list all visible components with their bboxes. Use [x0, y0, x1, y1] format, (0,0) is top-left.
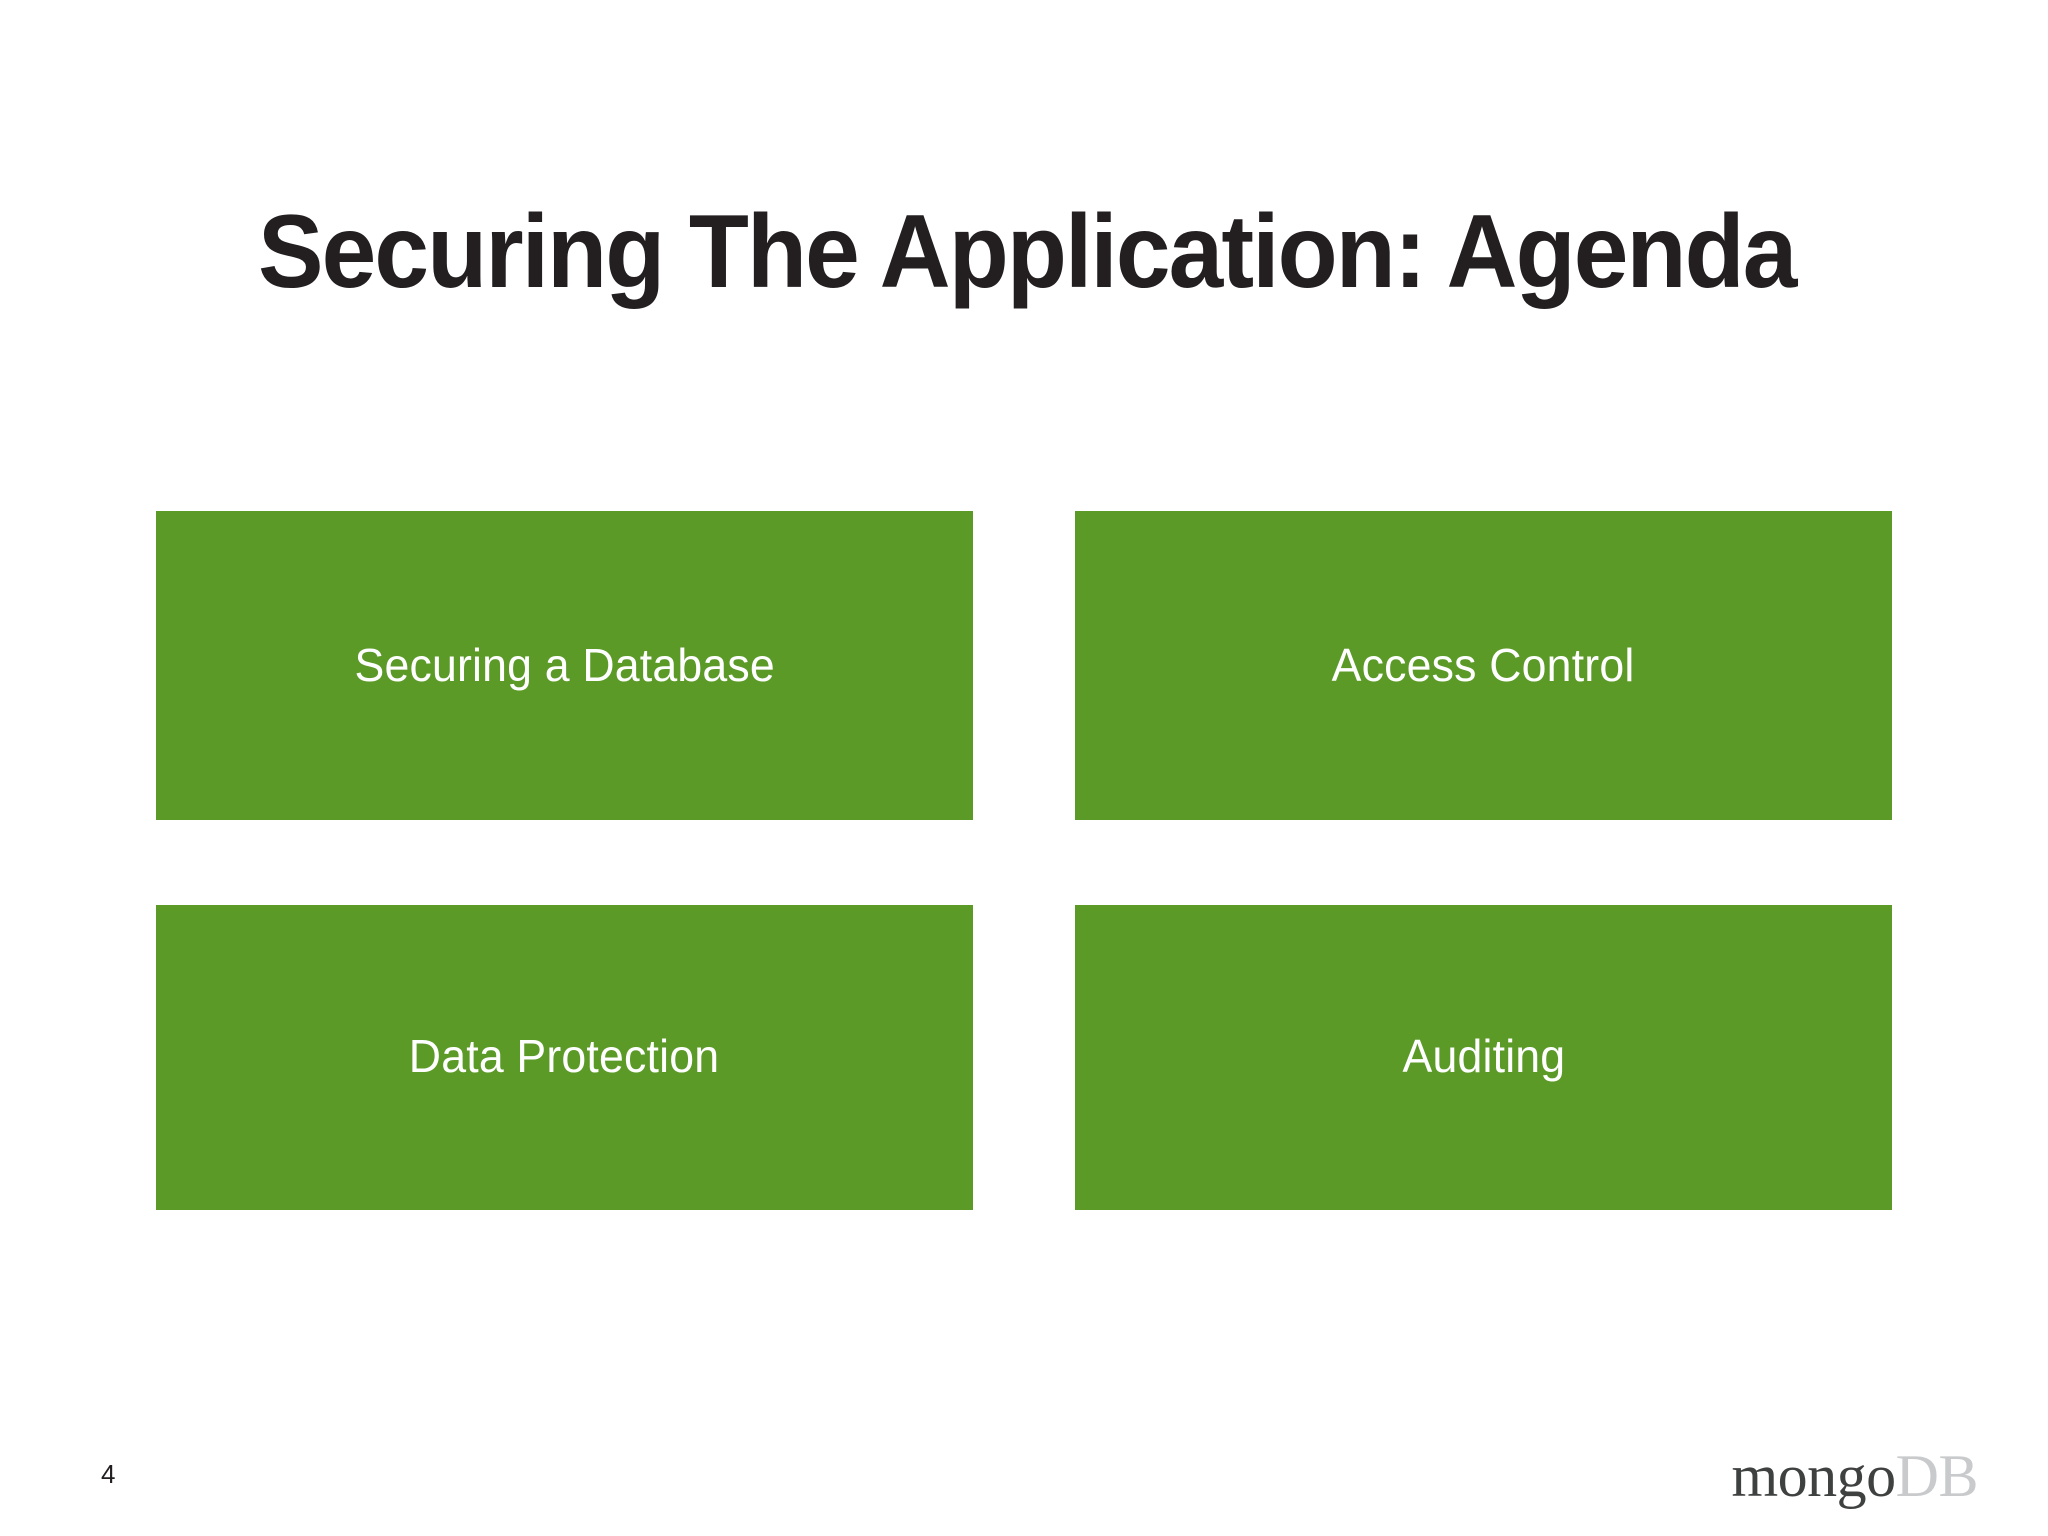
agenda-box-label: Securing a Database — [354, 638, 775, 691]
mongodb-logo-primary-text: mongo — [1731, 1443, 1896, 1509]
page-number: 4 — [101, 1459, 116, 1489]
agenda-box-label: Data Protection — [409, 1029, 720, 1082]
page-title: Securing The Application: Agenda — [258, 193, 1797, 310]
agenda-box-securing-a-database[interactable]: Securing a Database — [156, 511, 973, 820]
agenda-box-label: Access Control — [1332, 638, 1635, 691]
agenda-box-auditing[interactable]: Auditing — [1075, 905, 1892, 1210]
agenda-box-access-control[interactable]: Access Control — [1075, 511, 1892, 820]
mongodb-logo-secondary-text: DB — [1895, 1443, 1979, 1509]
agenda-box-data-protection[interactable]: Data Protection — [156, 905, 973, 1210]
agenda-grid: Securing a Database Access Control Data … — [156, 511, 1894, 1210]
agenda-box-label: Auditing — [1402, 1029, 1565, 1082]
mongodb-logo: mongoDB — [1731, 1443, 1978, 1509]
